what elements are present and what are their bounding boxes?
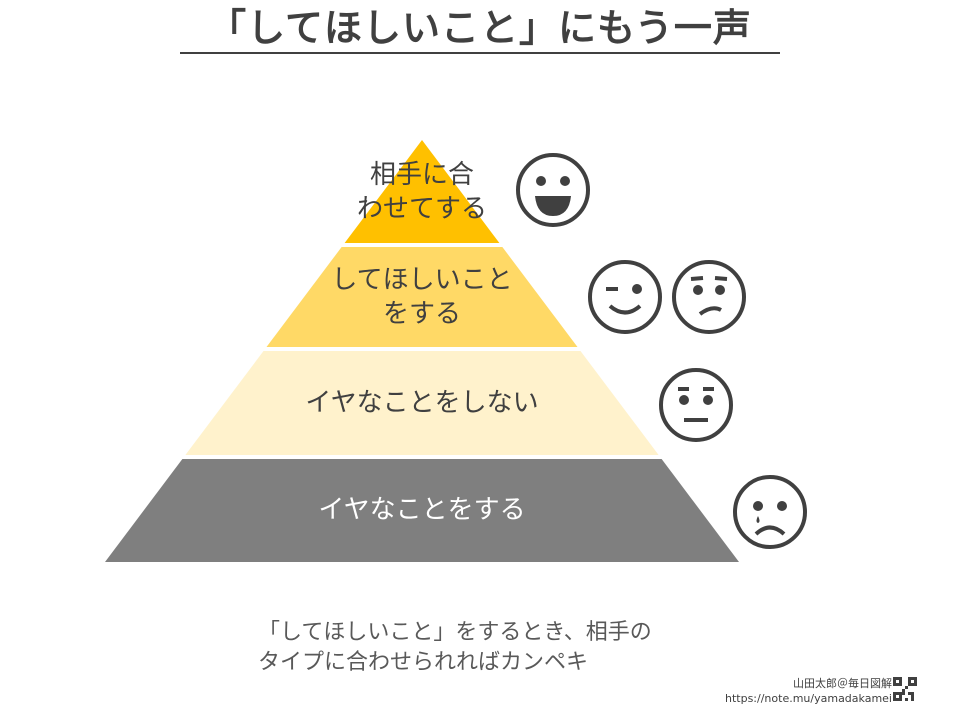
- qr-code-icon: [893, 677, 917, 701]
- grin-face-icon: [516, 153, 590, 227]
- layer-label-second: してほしいこと をする: [272, 263, 572, 331]
- caption-line-1: 「してほしいこと」をするとき、相手の: [258, 620, 652, 645]
- wink-face-icon: [588, 260, 662, 334]
- pyramid-layer-bottom: [105, 459, 739, 562]
- layer-label-top: 相手に合 わせてする: [322, 158, 522, 226]
- layer-label-line: 相手に合: [369, 160, 474, 190]
- page-title: 「してほしいこと」にもう一声: [208, 6, 752, 50]
- pyramid-layer-second: [266, 247, 578, 347]
- layer-label-third: イヤなことをしない: [222, 386, 622, 420]
- layer-label-line: してほしいこと: [331, 265, 513, 295]
- layer-label-line: わせてする: [356, 194, 487, 224]
- pyramid-layer-top: [344, 140, 500, 243]
- caption-line-2: タイプに合わせられればカンペキ: [258, 650, 589, 675]
- credit-url[interactable]: https://note.mu/yamadakamei: [725, 692, 892, 705]
- layer-label-line: イヤなことをする: [318, 495, 526, 525]
- caption: 「してほしいこと」をするとき、相手の タイプに合わせられればカンペキ: [258, 618, 652, 678]
- layer-label-line: をする: [382, 299, 461, 329]
- layer-label-line: イヤなことをしない: [305, 388, 539, 418]
- pyramid-layer-third: [185, 351, 659, 455]
- layer-label-bottom: イヤなことをする: [172, 493, 672, 527]
- credit: 山田太郎＠毎日図解 https://note.mu/yamadakamei: [725, 676, 892, 706]
- title-underline: [180, 52, 780, 54]
- worried-face-icon: [672, 260, 746, 334]
- credit-author: 山田太郎＠毎日図解: [793, 677, 892, 690]
- crying-sad-face-icon: [733, 475, 807, 549]
- neutral-face-icon: [659, 368, 733, 442]
